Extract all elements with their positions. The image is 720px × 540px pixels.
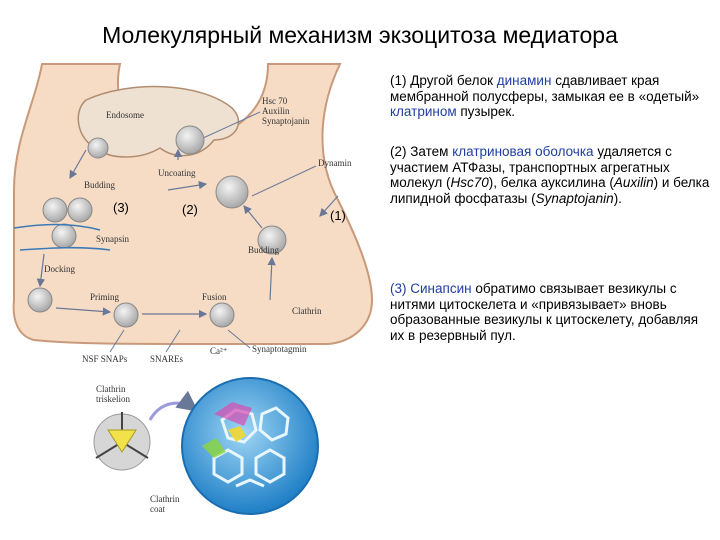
snares-label: SNAREs — [150, 354, 184, 364]
vesicle-reserve-1 — [43, 198, 67, 222]
coat-label-1: Clathrin — [150, 494, 180, 504]
para2-text-1: (2) Затем — [390, 144, 452, 159]
term-auxilin: Auxilin — [614, 175, 654, 190]
uncoating-label: Uncoating — [158, 168, 196, 178]
synaptojanin-label: Synaptojanin — [262, 116, 310, 126]
triskelion-label-2: triskelion — [96, 394, 130, 404]
vesicle-coated — [216, 176, 248, 208]
budding-right-label: Budding — [248, 245, 280, 255]
step-3-label: (3) — [113, 200, 129, 215]
clathrin-label: Clathrin — [292, 306, 322, 316]
term-clathrin: клатрином — [390, 104, 457, 119]
hsc70-label: Hsc 70 — [262, 96, 288, 106]
term-dynamin: динамин — [497, 73, 552, 88]
synaptotagmin-label: Synaptotagmin — [252, 344, 307, 354]
paragraph-synapsin: (3) Синапсин обратимо связывает везикулы… — [390, 281, 715, 343]
term-synaptojanin: Synaptojanin — [536, 191, 614, 206]
ca-label: Ca²⁺ — [210, 346, 228, 356]
priming-label: Priming — [90, 292, 120, 302]
vesicle-uncoating — [176, 126, 204, 154]
nsf-snaps-label: NSF SNAPs — [82, 354, 128, 364]
term-synapsin: (3) Синапсин — [390, 281, 472, 296]
step-1-label: (1) — [330, 208, 346, 223]
exocytosis-diagram: Endosome Hsc 70 Auxilin Synaptojanin Dyn… — [0, 60, 390, 530]
vesicle-reserve-3 — [52, 224, 76, 248]
synapsin-label: Synapsin — [96, 234, 130, 244]
term-clathrin-coat: клатриновая оболочка — [452, 144, 593, 159]
vesicle-priming — [114, 303, 138, 327]
vesicle-endosome-bud — [88, 138, 108, 158]
auxilin-label: Auxilin — [262, 106, 290, 116]
page-title: Молекулярный механизм экзоцитоза медиато… — [0, 22, 720, 49]
dynamin-label: Dynamin — [318, 158, 352, 168]
para2-text-5: ). — [614, 191, 622, 206]
term-hsc70: Hsc70 — [451, 175, 489, 190]
coat-label-2: coat — [150, 504, 165, 514]
paragraph-uncoating: (2) Затем клатриновая оболочка удаляется… — [390, 144, 715, 206]
para1-text-3: пузырек. — [457, 104, 515, 119]
docking-label: Docking — [44, 264, 75, 274]
triskelion-label-1: Clathrin — [96, 384, 126, 394]
step-2-label: (2) — [182, 202, 198, 217]
vesicle-fusion — [210, 303, 234, 327]
para2-text-3: ), белка ауксилина ( — [489, 175, 614, 190]
vesicle-reserve-2 — [68, 198, 92, 222]
budding-left-label: Budding — [84, 180, 116, 190]
para1-text-1: (1) Другой белок — [390, 73, 497, 88]
paragraph-dynamin: (1) Другой белок динамин сдавливает края… — [390, 73, 715, 120]
fusion-label: Fusion — [202, 292, 227, 302]
endosome-label: Endosome — [106, 110, 144, 120]
vesicle-docking — [28, 288, 52, 312]
